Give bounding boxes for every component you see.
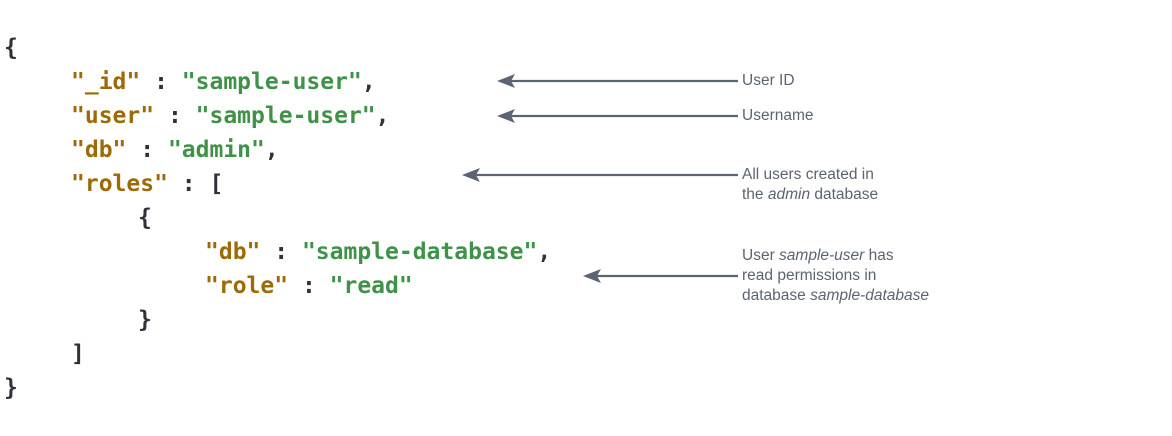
json-token-key: "db" (71, 137, 127, 163)
json-token-punct: : (140, 69, 182, 95)
annotation-text: read permissions in (742, 267, 877, 284)
annotation-line: read permissions in (742, 266, 929, 286)
json-token-punct: : (154, 103, 196, 129)
json-token-punct: : [ (167, 171, 224, 197)
json-token-val: "sample-user" (195, 103, 376, 129)
json-token-key: "user" (71, 103, 155, 129)
annotation-line: the admin database (742, 185, 878, 205)
annotation-emphasis: sample-database (810, 287, 930, 304)
annotation-admin-database: All users created in the admin database (742, 165, 878, 205)
annotation-text: database (742, 287, 811, 304)
json-code-line: "_id" : "sample-user", (71, 65, 376, 99)
annotation-emphasis: sample-user (779, 247, 865, 264)
json-code-line: "user" : "sample-user", (71, 99, 390, 133)
json-token-punct: } (138, 307, 152, 333)
json-token-punct: , (361, 69, 376, 95)
json-code-line: { (4, 31, 18, 65)
annotation-line: User ID (742, 71, 795, 91)
json-token-key: "role" (205, 273, 289, 299)
annotation-text: User ID (742, 72, 795, 89)
annotation-line: Username (742, 106, 814, 126)
json-token-punct: : (288, 273, 330, 299)
annotation-username: Username (742, 106, 814, 126)
json-token-punct: : (260, 239, 302, 265)
json-token-key: "db" (205, 239, 261, 265)
json-code-line: ] (71, 337, 85, 371)
annotation-text: All users created in (742, 166, 874, 183)
annotation-emphasis: admin (767, 186, 811, 203)
json-token-key: "_id" (71, 69, 141, 95)
annotation-text: the (742, 186, 768, 203)
json-code-line: "db" : "sample-database", (205, 235, 551, 269)
annotation-text: database (810, 186, 879, 203)
json-code-line: { (138, 201, 152, 235)
json-token-punct: ] (71, 341, 85, 367)
annotation-text: has (864, 247, 894, 264)
json-code-block: {"_id" : "sample-user","user" : "sample-… (4, 31, 551, 405)
annotation-line: database sample-database (742, 286, 929, 306)
json-code-line: "roles" : [ (71, 167, 223, 201)
json-token-val: "admin" (167, 137, 265, 163)
json-token-val: "sample-user" (181, 69, 362, 95)
json-token-punct: } (4, 375, 18, 401)
json-token-val: "read" (329, 273, 413, 299)
json-token-key: "roles" (71, 171, 168, 197)
json-token-punct: : (126, 137, 168, 163)
json-token-punct: , (264, 137, 279, 163)
json-code-line: } (4, 371, 18, 405)
annotation-text: Username (742, 107, 814, 124)
annotation-line: User sample-user has (742, 246, 929, 266)
json-code-line: "role" : "read" (205, 269, 413, 303)
json-token-punct: { (4, 35, 18, 61)
json-token-punct: , (537, 239, 552, 265)
json-code-line: } (138, 303, 152, 337)
json-token-punct: , (375, 103, 390, 129)
annotation-line: All users created in (742, 165, 878, 185)
annotation-user-id: User ID (742, 71, 795, 91)
json-token-punct: { (138, 205, 152, 231)
json-token-val: "sample-database" (301, 239, 538, 265)
json-code-line: "db" : "admin", (71, 133, 279, 167)
annotation-text: User (742, 247, 780, 264)
